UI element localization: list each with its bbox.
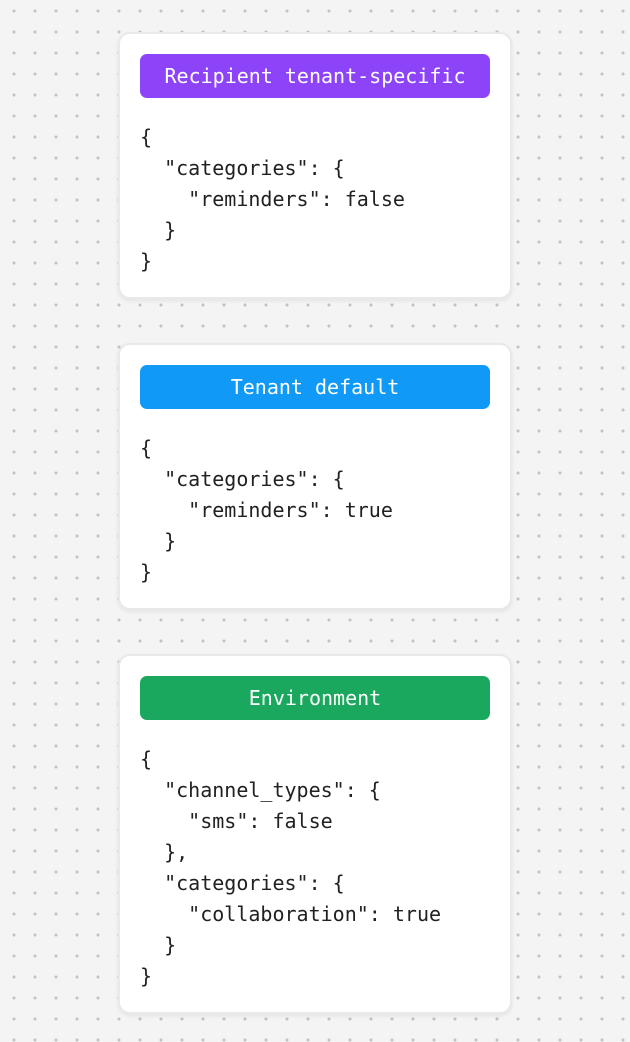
badge-label: Environment bbox=[248, 686, 382, 710]
card-environment: Environment { "channel_types": { "sms": … bbox=[118, 654, 512, 1014]
json-code-block: { "categories": { "reminders": true } } bbox=[140, 436, 393, 584]
badge-label: Tenant default bbox=[230, 375, 400, 399]
card-tenant-default: Tenant default { "categories": { "remind… bbox=[118, 343, 512, 610]
tenant-default-badge: Tenant default bbox=[140, 365, 490, 409]
environment-badge: Environment bbox=[140, 676, 490, 720]
recipient-tenant-specific-badge: Recipient tenant-specific bbox=[140, 54, 490, 98]
json-code-block: { "channel_types": { "sms": false }, "ca… bbox=[140, 747, 442, 988]
badge-label: Recipient tenant-specific bbox=[164, 64, 466, 88]
json-code-block: { "categories": { "reminders": false } } bbox=[140, 125, 405, 273]
card-recipient-tenant-specific: Recipient tenant-specific { "categories"… bbox=[118, 32, 512, 299]
